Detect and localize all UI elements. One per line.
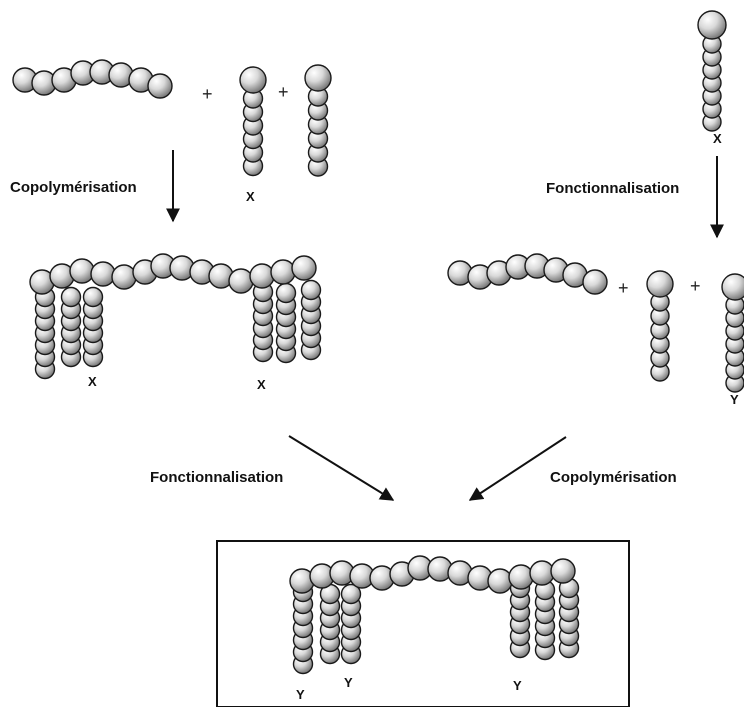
monomer-bead [302, 281, 321, 300]
end-group-x-label: X [246, 189, 255, 204]
plus-sign: + [618, 278, 629, 298]
pendant-chain [536, 581, 555, 660]
pendant-chain [62, 288, 81, 367]
pendant-chain [36, 288, 55, 379]
pendant-chain [84, 288, 103, 367]
backbone-monomer-chain-a [13, 60, 172, 98]
monomer-bead [583, 270, 607, 294]
copolymerisation-label-top-left: Copolymérisation [10, 179, 137, 196]
monomer-bead [229, 269, 253, 293]
copolymerisation-label-bottom-right: Copolymérisation [550, 469, 677, 486]
monomer-bead [647, 271, 673, 297]
monomer-bead [292, 256, 316, 280]
pendant-chain [294, 583, 313, 674]
monomer-bead [551, 559, 575, 583]
monomer-bead [148, 74, 172, 98]
monomer-bead [509, 565, 533, 589]
monomer-bead [62, 288, 81, 307]
monomer-bead [70, 259, 94, 283]
monomer-bead [530, 561, 554, 585]
side-chain-y-b [722, 274, 744, 392]
end-group-y-label: Y [296, 687, 305, 702]
monomer-bead [271, 260, 295, 284]
polymer-beads [13, 11, 744, 674]
side-chain-x-a [240, 67, 266, 176]
fonctionnalisation-label-top-right: Fonctionnalisation [546, 180, 679, 197]
plus-sign: + [278, 82, 289, 102]
pendant-chain [302, 281, 321, 360]
monomer-bead [698, 11, 726, 39]
pendant-chain [342, 585, 361, 664]
pendant-chain [560, 579, 579, 658]
monomer-bead [84, 288, 103, 307]
monomer-bead [250, 264, 274, 288]
backbone-monomer-chain-b [448, 254, 607, 294]
monomer-bead [305, 65, 331, 91]
monomer-bead [722, 274, 744, 300]
monomer-bead [112, 265, 136, 289]
pendant-chain [254, 283, 273, 362]
monomer-bead [488, 569, 512, 593]
fonctionnalisation-label-bottom-left: Fonctionnalisation [150, 469, 283, 486]
reaction-arrow [289, 436, 393, 500]
plus-sign: + [690, 276, 701, 296]
pendant-chain [321, 585, 340, 664]
pendant-chain [277, 284, 296, 363]
side-chain-x-b [698, 11, 726, 131]
end-group-x-label: X [88, 374, 97, 389]
monomer-bead [277, 284, 296, 303]
end-group-x-label: X [713, 131, 722, 146]
end-group-y-label: Y [730, 392, 739, 407]
monomer-bead [240, 67, 266, 93]
side-chain-plain-a [305, 65, 331, 176]
side-chain-plain-b [647, 271, 673, 381]
end-group-x-label: X [257, 377, 266, 392]
plus-sign: + [202, 84, 213, 104]
end-group-y-label: Y [344, 675, 353, 690]
monomer-bead [91, 262, 115, 286]
pendant-chain [511, 579, 530, 658]
end-group-y-label: Y [513, 678, 522, 693]
